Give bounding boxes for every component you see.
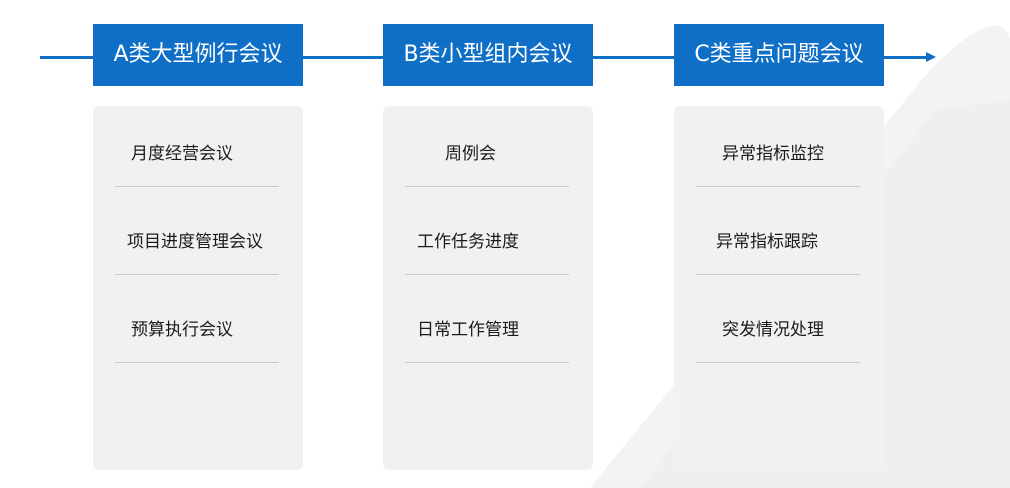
column-b: B类小型组内会议 周例会 工作任务进度 日常工作管理 [383, 24, 593, 470]
item-label: 预算执行会议 [131, 320, 233, 340]
column-card: 异常指标监控 异常指标跟踪 突发情况处理 [674, 106, 884, 470]
list-item: 周例会 [405, 106, 569, 187]
column-card: 月度经营会议 项目进度管理会议 预算执行会议 [93, 106, 303, 470]
column-header: C类重点问题会议 [674, 24, 884, 86]
column-header: B类小型组内会议 [383, 24, 593, 86]
list-item: 项目进度管理会议 [115, 194, 279, 275]
column-c: C类重点问题会议 异常指标监控 异常指标跟踪 突发情况处理 [674, 24, 884, 470]
list-item: 月度经营会议 [115, 106, 279, 187]
list-item: 预算执行会议 [115, 282, 279, 363]
item-label: 周例会 [445, 144, 496, 164]
list-item: 突发情况处理 [696, 282, 860, 363]
list-item: 异常指标监控 [696, 106, 860, 187]
item-label: 工作任务进度 [417, 232, 519, 252]
list-item: 工作任务进度 [405, 194, 569, 275]
list-item: 异常指标跟踪 [696, 194, 860, 275]
column-header: A类大型例行会议 [93, 24, 303, 86]
item-label: 异常指标监控 [722, 144, 824, 164]
item-label: 项目进度管理会议 [127, 232, 263, 252]
list-item: 日常工作管理 [405, 282, 569, 363]
item-label: 突发情况处理 [722, 320, 824, 340]
item-label: 异常指标跟踪 [716, 232, 818, 252]
column-a: A类大型例行会议 月度经营会议 项目进度管理会议 预算执行会议 [93, 24, 303, 470]
item-label: 月度经营会议 [131, 144, 233, 164]
arrowhead-icon [926, 52, 936, 62]
item-label: 日常工作管理 [417, 320, 519, 340]
column-card: 周例会 工作任务进度 日常工作管理 [383, 106, 593, 470]
